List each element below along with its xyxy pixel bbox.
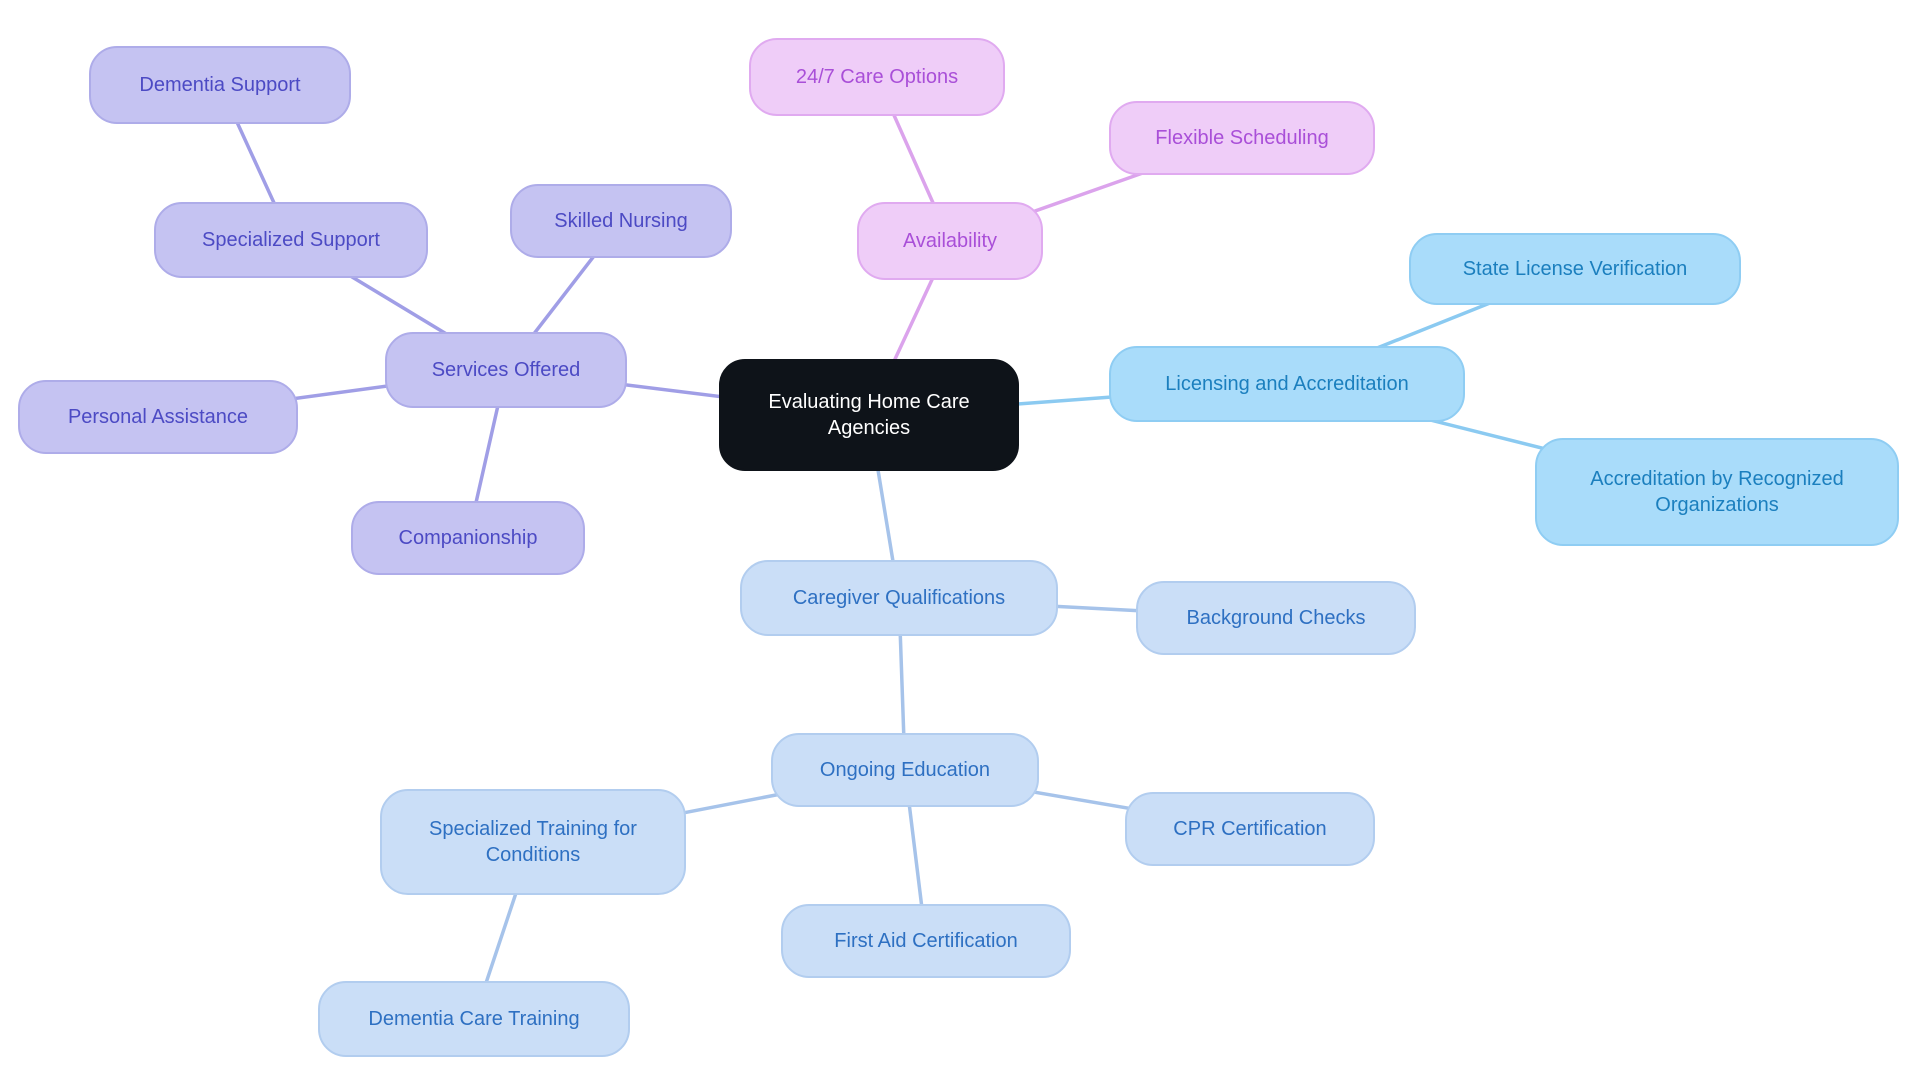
companionship-node[interactable]: Companionship (351, 501, 585, 575)
cpr-certification-node[interactable]: CPR Certification (1125, 792, 1375, 866)
availability-node[interactable]: Availability (857, 202, 1043, 280)
node-label: Evaluating Home Care Agencies (768, 391, 970, 439)
node-label: Companionship (398, 527, 538, 549)
services-node[interactable]: Services Offered (385, 332, 627, 408)
node-label: Services Offered (431, 359, 581, 381)
node-label: Personal Assistance (67, 406, 249, 428)
node-label: Caregiver Qualifications (792, 587, 1006, 609)
node-label: Ongoing Education (819, 759, 991, 781)
licensing-node[interactable]: Licensing and Accreditation (1109, 346, 1465, 422)
node-label: Licensing and Accreditation (1165, 373, 1409, 395)
node-label: Flexible Scheduling (1155, 127, 1329, 149)
node-label: State License Verification (1462, 258, 1688, 280)
node-label: CPR Certification (1173, 818, 1327, 840)
flexible-scheduling-node[interactable]: Flexible Scheduling (1109, 101, 1375, 175)
dementia-care-training-node[interactable]: Dementia Care Training (318, 981, 630, 1057)
specialized-support-node[interactable]: Specialized Support (154, 202, 428, 278)
node-label: Specialized Support (202, 229, 380, 251)
background-checks-node[interactable]: Background Checks (1136, 581, 1416, 655)
personal-assistance-node[interactable]: Personal Assistance (18, 380, 298, 454)
specialized-training-node[interactable]: Specialized Training for Conditions (380, 789, 686, 895)
node-label: Skilled Nursing (554, 210, 688, 232)
node-label: Specialized Training for Conditions (429, 818, 637, 866)
node-label: Dementia Support (139, 74, 301, 96)
skilled-nursing-node[interactable]: Skilled Nursing (510, 184, 732, 258)
accreditation-node[interactable]: Accreditation by Recognized Organization… (1535, 438, 1899, 546)
node-label: Background Checks (1186, 607, 1366, 629)
node-label: Availability (902, 230, 998, 252)
state-license-node[interactable]: State License Verification (1409, 233, 1741, 305)
central-node[interactable]: Evaluating Home Care Agencies (719, 359, 1019, 471)
node-label: Dementia Care Training (368, 1008, 580, 1030)
node-label: First Aid Certification (834, 930, 1018, 952)
ongoing-education-node[interactable]: Ongoing Education (771, 733, 1039, 807)
first-aid-node[interactable]: First Aid Certification (781, 904, 1071, 978)
dementia-support-node[interactable]: Dementia Support (89, 46, 351, 124)
node-label: Accreditation by Recognized Organization… (1590, 468, 1844, 516)
care-options-node[interactable]: 24/7 Care Options (749, 38, 1005, 116)
node-label: 24/7 Care Options (795, 66, 959, 88)
caregiver-qualifications-node[interactable]: Caregiver Qualifications (740, 560, 1058, 636)
